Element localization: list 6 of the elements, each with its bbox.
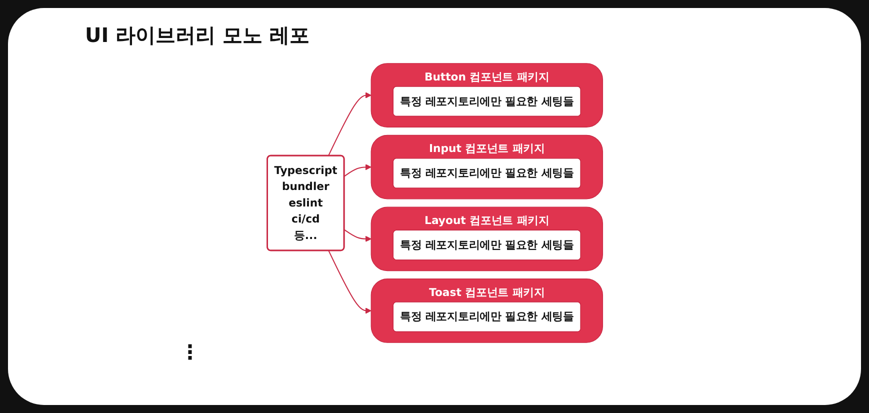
ellipsis-mark: ⋮ — [180, 340, 200, 364]
title: UI 라이브러리 모노 레포 — [85, 22, 310, 49]
arrow — [328, 92, 372, 156]
arrow — [328, 250, 372, 314]
arrow — [344, 229, 372, 242]
arrow — [344, 164, 372, 177]
